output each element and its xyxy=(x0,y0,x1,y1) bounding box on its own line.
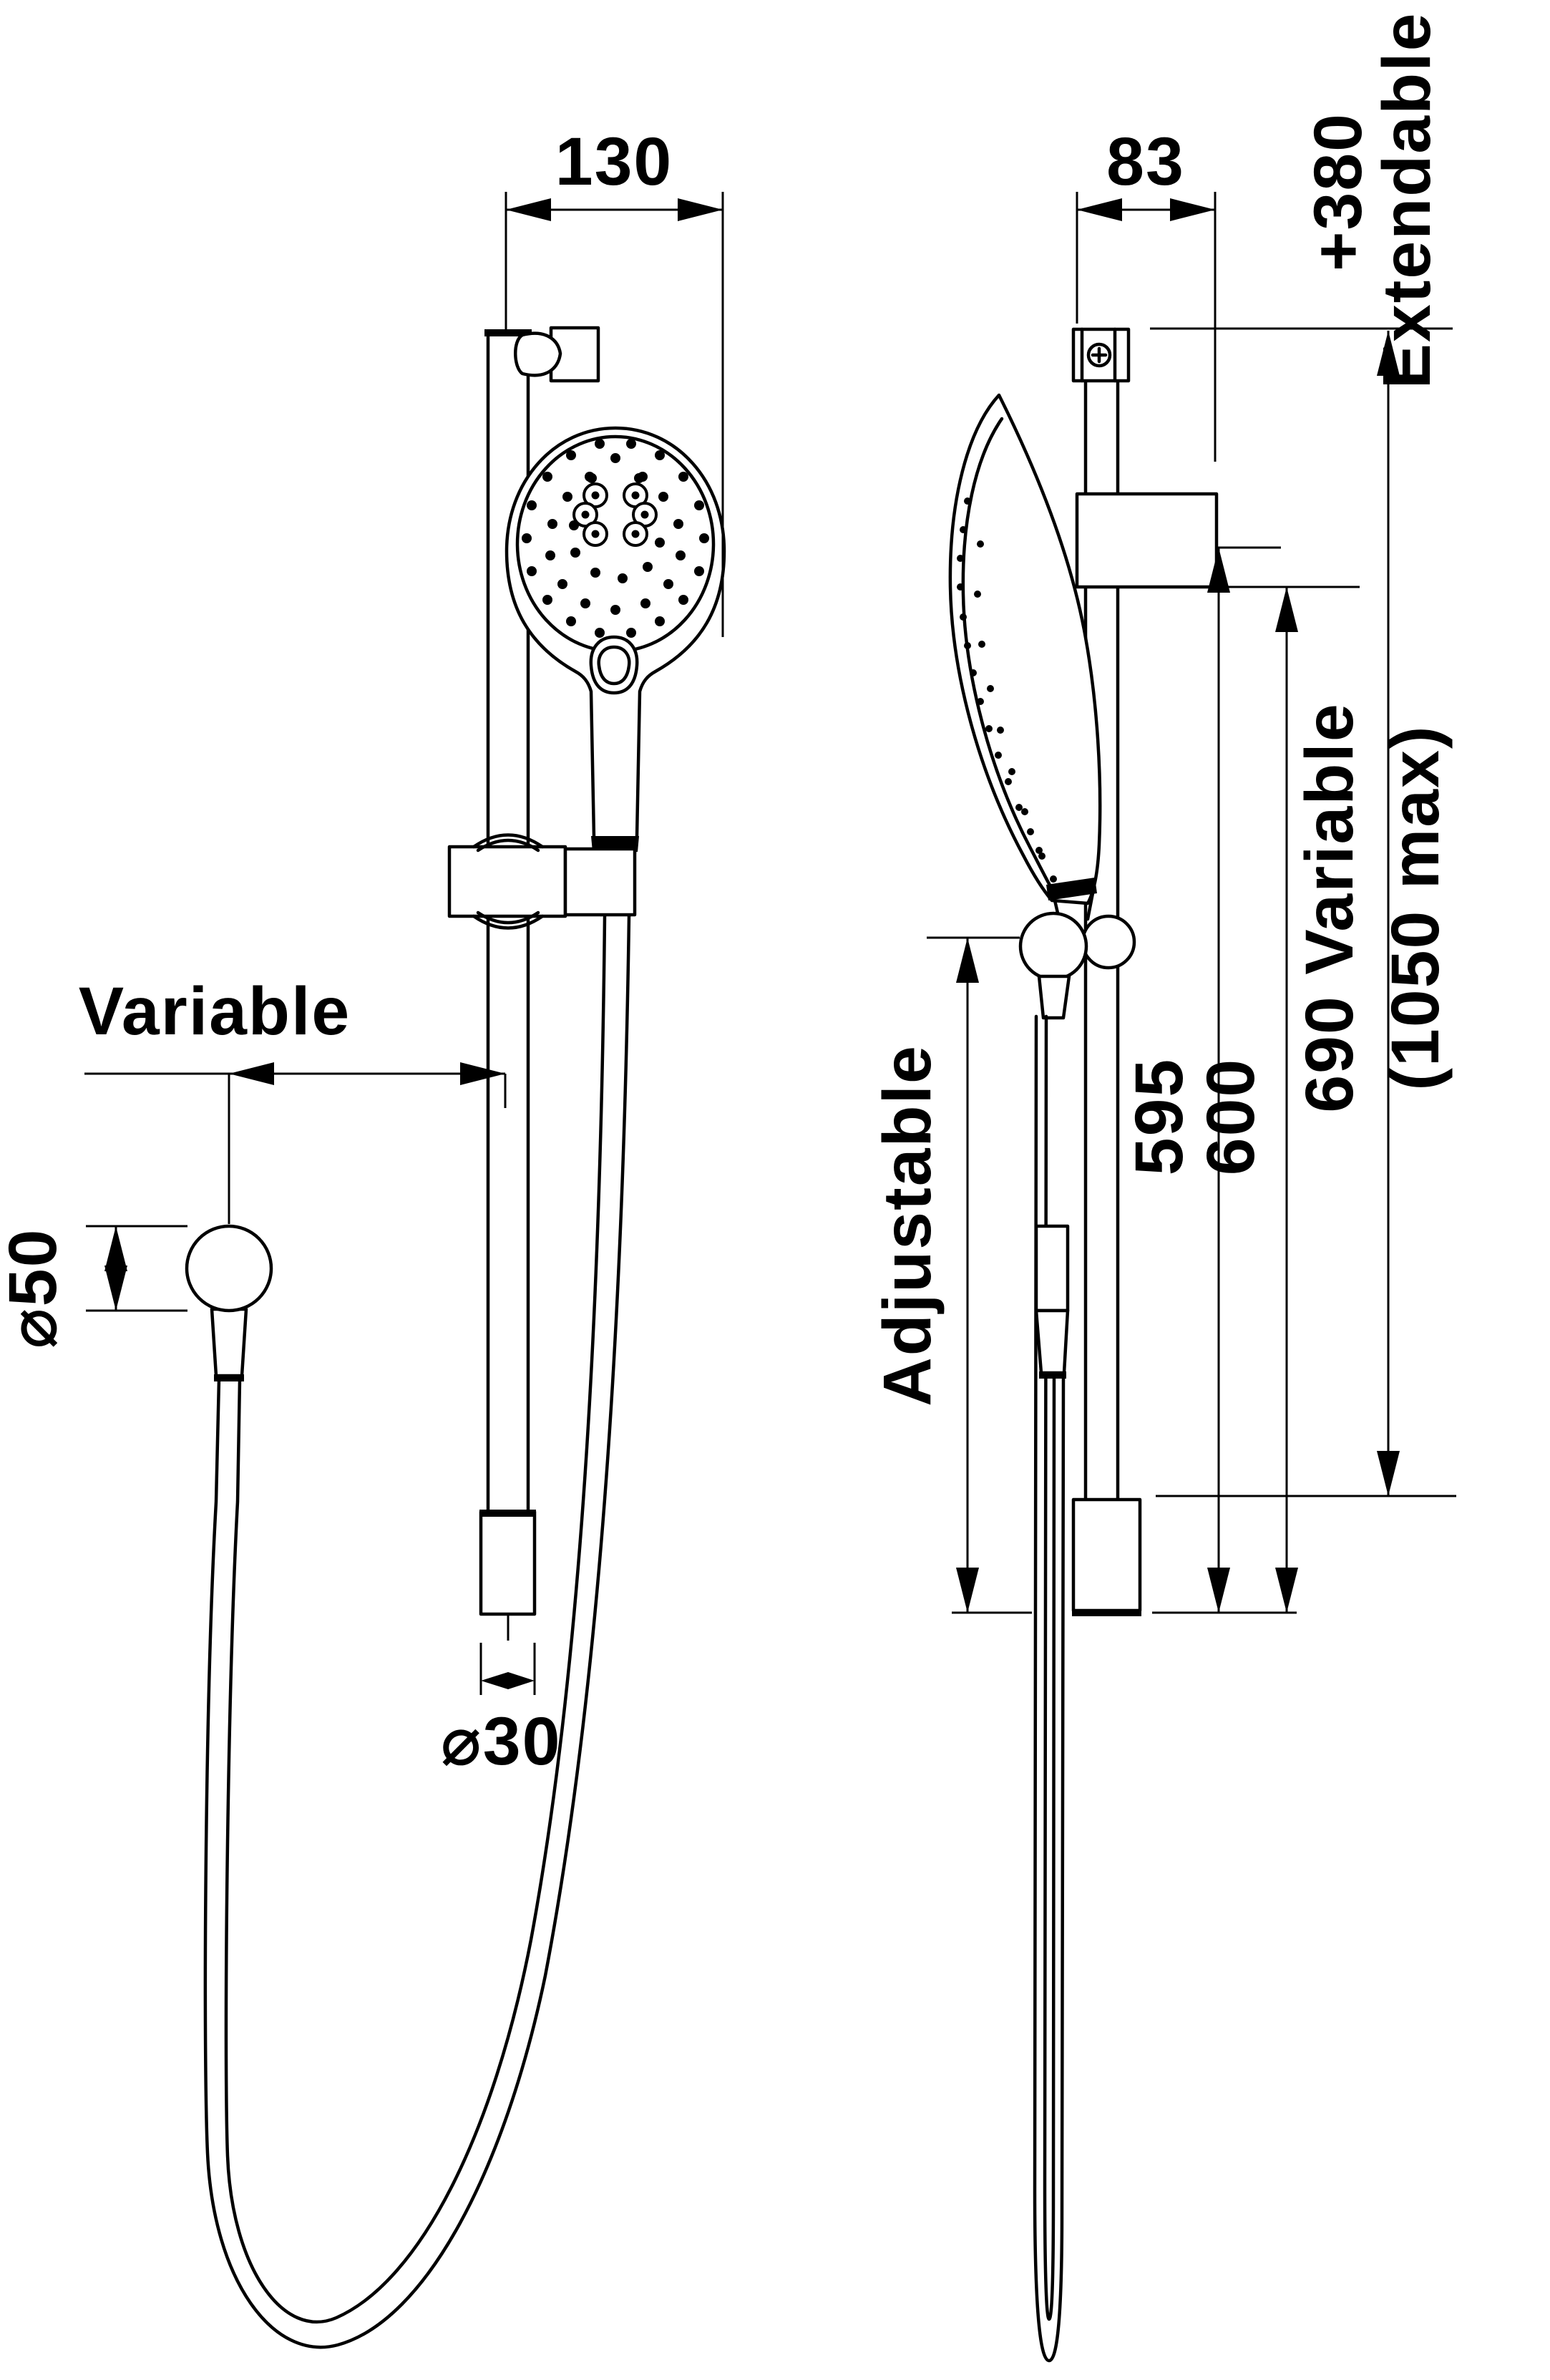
dim-130: 130 xyxy=(505,124,724,637)
dim-label-d50: ⌀50 xyxy=(0,1228,71,1349)
dim-690-extendable: +380 Extendable 690 Variable (1050 max) xyxy=(1150,12,1456,1497)
dim-83: 83 xyxy=(1076,124,1217,462)
dim-label-1050-max: (1050 max) xyxy=(1378,724,1453,1090)
mode-button xyxy=(589,635,639,695)
dim-label-595: 595 xyxy=(1121,1058,1197,1176)
centre-nozzles xyxy=(572,482,658,547)
front-view: 130 Variable ⌀50 ⌀30 xyxy=(0,124,726,2349)
side-top-bracket xyxy=(1071,327,1131,383)
dim-adjustable: Adjustable xyxy=(869,936,1020,1613)
dim-label-690-variable: 690 Variable xyxy=(1292,702,1368,1112)
side-grip-band xyxy=(1046,878,1097,900)
spray-dots-outer xyxy=(522,439,709,638)
front-rail-end-cap xyxy=(479,1510,537,1641)
dim-label-variable: Variable xyxy=(79,973,351,1049)
dim-600: 600 xyxy=(1193,586,1360,1613)
spray-dots-inner xyxy=(569,453,665,583)
side-view: 83 +380 Extendable 690 Variable (1050 ma… xyxy=(869,12,1456,2363)
side-wall-elbow xyxy=(1034,1224,1070,1379)
dim-label-600: 600 xyxy=(1193,1058,1269,1176)
side-hose xyxy=(1033,1014,1066,2363)
dim-label-plus380: +380 xyxy=(1300,112,1376,271)
side-spray-dots xyxy=(957,497,1057,883)
side-shower-head xyxy=(948,393,1102,921)
dim-label-adjustable: Adjustable xyxy=(869,1044,945,1407)
dim-label-extendable: Extendable xyxy=(1369,12,1445,389)
front-hose xyxy=(203,914,631,2349)
front-wall-elbow xyxy=(185,1224,273,1381)
front-shower-head xyxy=(505,426,726,852)
dim-d30: ⌀30 xyxy=(441,1643,562,1779)
dim-595: 595 xyxy=(1121,546,1281,1613)
side-holder-rings xyxy=(1018,911,1136,1020)
dim-label-130: 130 xyxy=(555,124,673,200)
side-bottom-housing xyxy=(1071,1497,1142,1616)
dim-label-d30: ⌀30 xyxy=(441,1704,562,1779)
front-top-bracket xyxy=(514,326,600,383)
dim-variable: Variable xyxy=(79,973,507,1224)
side-top-housing xyxy=(1075,492,1219,589)
dim-label-83: 83 xyxy=(1106,124,1185,200)
screw-head xyxy=(1086,342,1112,368)
dim-d50: ⌀50 xyxy=(0,1225,187,1349)
front-holder xyxy=(447,833,637,930)
